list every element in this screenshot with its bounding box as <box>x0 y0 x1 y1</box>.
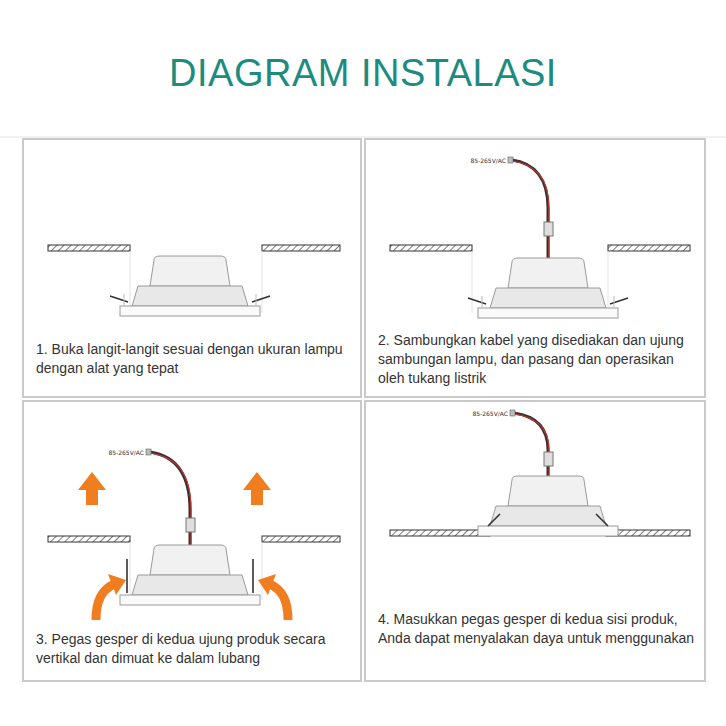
step-caption: 1. Buka langit-langit sesuai dengan ukur… <box>36 340 350 378</box>
voltage-label: 85-265V/AC <box>472 410 508 417</box>
step-3-illustration <box>48 449 340 620</box>
step-panel: 1. Buka langit-langit sesuai dengan ukur… <box>22 138 362 398</box>
step-caption: 2. Sambungkan kabel yang disediakan dan … <box>378 331 694 388</box>
step-panel: 3. Pegas gesper di kedua ujung produk se… <box>22 400 362 682</box>
step-1-illustration <box>48 245 340 316</box>
step-caption: 4. Masukkan pegas gesper di kedua sisi p… <box>378 610 694 648</box>
step-2-illustration <box>390 157 690 318</box>
step-panel: 2. Sambungkan kabel yang disediakan dan … <box>364 138 706 398</box>
step-panel: 4. Masukkan pegas gesper di kedua sisi p… <box>364 400 706 682</box>
step-caption: 3. Pegas gesper di kedua ujung produk se… <box>36 630 350 668</box>
diagram-title: DIAGRAM INSTALASI <box>0 52 726 95</box>
step-4-illustration <box>390 410 690 536</box>
voltage-label: 85-265V/AC <box>108 449 144 456</box>
voltage-label: 85-265V/AC <box>470 157 506 164</box>
